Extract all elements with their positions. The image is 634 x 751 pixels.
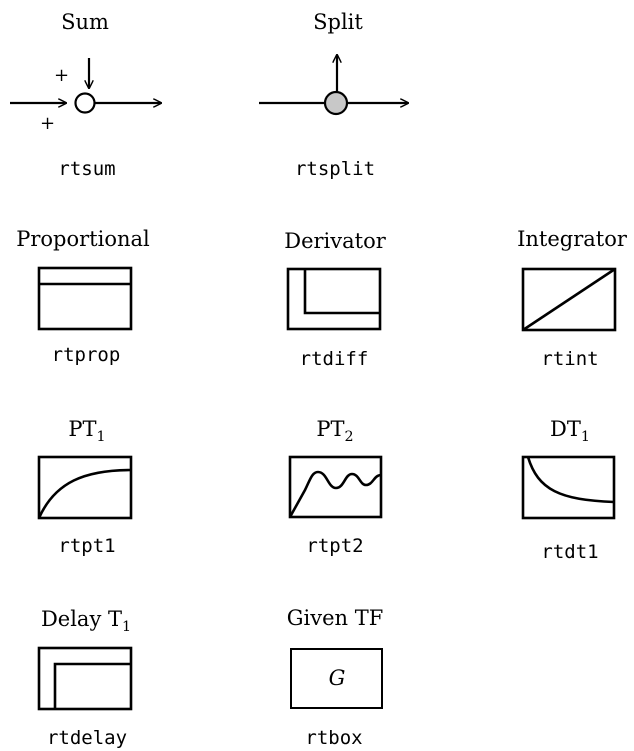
delay-title: Delay T1 (0, 607, 186, 634)
delay-block-icon (37, 646, 133, 711)
pt2-title-sub: 2 (344, 428, 354, 445)
split-command: rtsplit (294, 158, 376, 180)
pt1-title-sub: 1 (96, 428, 106, 445)
transfer-function-box-icon (290, 648, 383, 709)
derivator-title: Derivator (284, 229, 386, 253)
delay-command: rtdelay (46, 727, 128, 749)
pt2-title: PT2 (235, 417, 435, 444)
split-title: Split (313, 10, 363, 34)
given-tf-label: G (328, 666, 346, 690)
proportional-block-icon (37, 266, 133, 331)
dt1-title-text: DT (550, 417, 581, 441)
sum-top-input-sign: + (54, 65, 70, 86)
dt1-title-sub: 1 (580, 428, 590, 445)
sum-command: rtsum (58, 158, 116, 180)
sum-title: Sum (61, 10, 109, 34)
split-node (323, 90, 349, 116)
integrator-block-icon (521, 267, 617, 332)
dt1-block-icon (521, 455, 616, 520)
pt2-command: rtpt2 (306, 535, 364, 557)
proportional-title: Proportional (16, 227, 150, 251)
pt2-title-text: PT (316, 417, 345, 441)
integrator-title: Integrator (517, 227, 627, 251)
split-junction-icon (259, 55, 408, 116)
proportional-command: rtprop (51, 344, 121, 366)
derivator-block-icon (286, 267, 382, 331)
dt1-title: DT1 (470, 417, 634, 444)
pt2-block-icon (288, 455, 383, 519)
integrator-command: rtint (541, 348, 599, 370)
derivator-command: rtdiff (299, 348, 369, 370)
sum-junction-circle (74, 92, 96, 114)
pt1-title-text: PT (68, 417, 97, 441)
dt1-command: rtdt1 (541, 541, 599, 563)
delay-title-text: Delay T (40, 607, 122, 631)
sum-left-input-sign: + (40, 113, 56, 134)
delay-title-sub: 1 (121, 618, 132, 635)
given-tf-title: Given TF (286, 606, 384, 630)
given-tf-command: rtbox (305, 727, 363, 749)
pt1-command: rtpt1 (58, 535, 116, 557)
pt1-title: PT1 (0, 417, 187, 444)
summation-junction-icon (10, 58, 161, 114)
pt1-block-icon (37, 455, 133, 520)
